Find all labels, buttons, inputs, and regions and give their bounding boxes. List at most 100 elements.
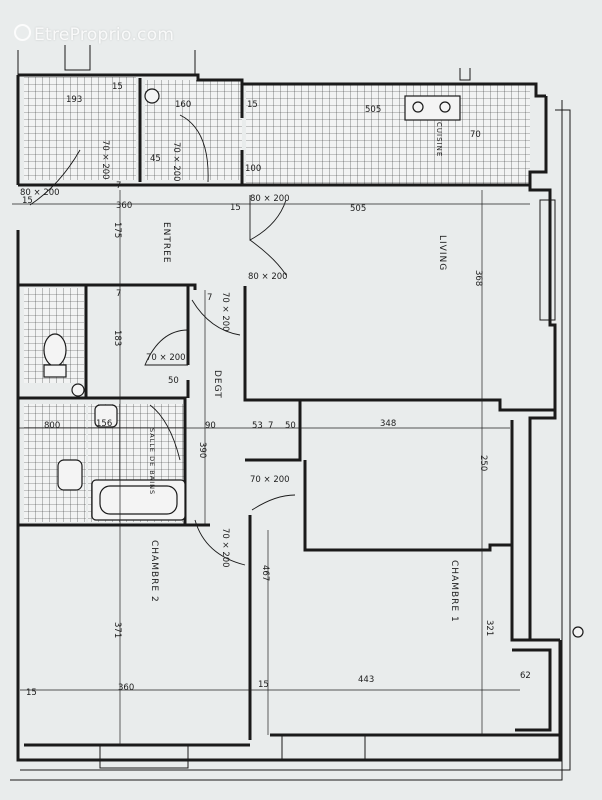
- dim-70x200a: 70 × 200: [100, 140, 110, 180]
- wall-chambre1-top: [303, 460, 512, 552]
- toilet-tank: [43, 364, 67, 378]
- door-bath-top: [179, 114, 209, 183]
- dim-505a: 505: [365, 105, 381, 115]
- door-living-right: [249, 239, 287, 276]
- dim-70x200e: 70 × 200: [250, 475, 290, 485]
- watermark: EtreProprio.com: [14, 24, 174, 45]
- window-top-left: [17, 45, 91, 75]
- walls: [16, 73, 562, 762]
- room-label-cuisine: CUISINE: [435, 122, 443, 157]
- dim-390: 390: [197, 442, 207, 458]
- door-wc: [144, 329, 189, 366]
- column: [572, 626, 584, 638]
- dimension-labels: 193 15 160 15 505 70 45 70 × 200 70 × 20…: [20, 82, 531, 698]
- dim-371: 371: [112, 622, 122, 638]
- window-chambre2: [99, 745, 189, 769]
- dim-160: 160: [175, 100, 191, 110]
- dim-250: 250: [478, 455, 488, 471]
- dim-80x200c: 80 × 200: [248, 272, 288, 282]
- dim-183: 183: [112, 330, 122, 346]
- dim-62: 62: [520, 671, 531, 681]
- tile-area-wc-top: [24, 77, 136, 180]
- door-entry-arc: [29, 149, 81, 206]
- room-label-chambre1: CHAMBRE 1: [449, 560, 459, 623]
- door-chambre2: [194, 519, 246, 566]
- wc-bidet: [71, 383, 85, 397]
- washbasin: [57, 459, 83, 491]
- room-label-entree: ENTREE: [161, 222, 171, 264]
- dim-505b: 505: [350, 204, 366, 214]
- wall-wc-top: [18, 283, 197, 290]
- washbasin-2: [94, 404, 118, 428]
- wall-right: [528, 96, 557, 640]
- watermark-text: EtreProprio.com: [34, 25, 175, 45]
- dim-70x200b: 70 × 200: [171, 142, 181, 182]
- sink-bowl-2: [439, 101, 451, 113]
- dim-368: 368: [473, 270, 483, 286]
- dim-7d: 7: [268, 421, 273, 431]
- dim-443: 443: [358, 675, 374, 685]
- dim-15d: 15: [230, 203, 241, 213]
- window-living: [539, 199, 556, 321]
- dim-321: 321: [484, 620, 494, 636]
- bathtub-inner: [99, 485, 178, 515]
- room-labels: ENTREE LIVING DEGT CHAMBRE 1 CHAMBRE 2 C…: [148, 122, 459, 623]
- room-label-degt: DEGT: [212, 370, 222, 399]
- windows: [10, 45, 571, 781]
- dim-100: 100: [245, 164, 261, 174]
- dim-53: 53: [252, 421, 263, 431]
- dim-70a: 70: [470, 130, 481, 140]
- dim-15c: 15: [22, 196, 33, 206]
- drain: [144, 88, 160, 104]
- fixtures: [43, 88, 584, 638]
- tiled-areas: [24, 77, 530, 522]
- tile-area-kitchen: [246, 84, 530, 186]
- dim-7a: 7: [116, 181, 121, 191]
- door-degt-top: [191, 299, 241, 336]
- dim-50a: 50: [168, 376, 179, 386]
- dim-175: 175: [112, 222, 122, 238]
- dim-90: 90: [205, 421, 216, 431]
- dim-70x200f: 70 × 200: [220, 528, 230, 568]
- dim-70x200d: 70 × 200: [146, 353, 186, 363]
- room-label-living: LIVING: [437, 235, 447, 271]
- dim-15f: 15: [258, 680, 269, 690]
- dim-15a: 15: [112, 82, 123, 92]
- balcony-outline-2: [10, 100, 563, 781]
- copyright-icon: [14, 24, 31, 41]
- doors: [29, 114, 296, 566]
- dim-80x200b: 80 × 200: [250, 194, 290, 204]
- dim-7b: 7: [116, 289, 121, 299]
- dim-45: 45: [150, 154, 161, 164]
- window-top: [194, 50, 471, 81]
- wall-degt-box: [245, 400, 302, 462]
- window-chambre1: [281, 735, 366, 761]
- dim-360b: 360: [118, 683, 134, 693]
- dim-50b: 50: [285, 421, 296, 431]
- room-label-chambre2: CHAMBRE 2: [149, 540, 159, 603]
- dim-800: 800: [44, 421, 60, 431]
- dim-7c: 7: [207, 293, 212, 303]
- tile-area-bath-top: [145, 80, 242, 180]
- dim-348: 348: [380, 419, 396, 429]
- wall-living-bottom: [300, 398, 555, 412]
- dim-156: 156: [96, 419, 112, 429]
- room-label-sdb: SALLE DE BAINS: [148, 428, 156, 495]
- sink-bowl: [412, 101, 424, 113]
- wall-living-left: [243, 286, 300, 402]
- dimension-lines: [12, 190, 530, 745]
- dim-193: 193: [66, 95, 82, 105]
- dim-70x200c: 70 × 200: [220, 292, 230, 332]
- dim-360a: 360: [116, 201, 132, 211]
- wall-corner: [512, 648, 552, 732]
- wall-chambre1-right: [510, 420, 560, 642]
- dim-80x200a: 80 × 200: [20, 188, 60, 198]
- door-sdb: [149, 404, 181, 461]
- dim-15b: 15: [247, 100, 258, 110]
- door-chambre1: [251, 494, 296, 511]
- dim-15e: 15: [26, 688, 37, 698]
- dim-467: 467: [260, 565, 270, 581]
- toilet: [43, 333, 67, 367]
